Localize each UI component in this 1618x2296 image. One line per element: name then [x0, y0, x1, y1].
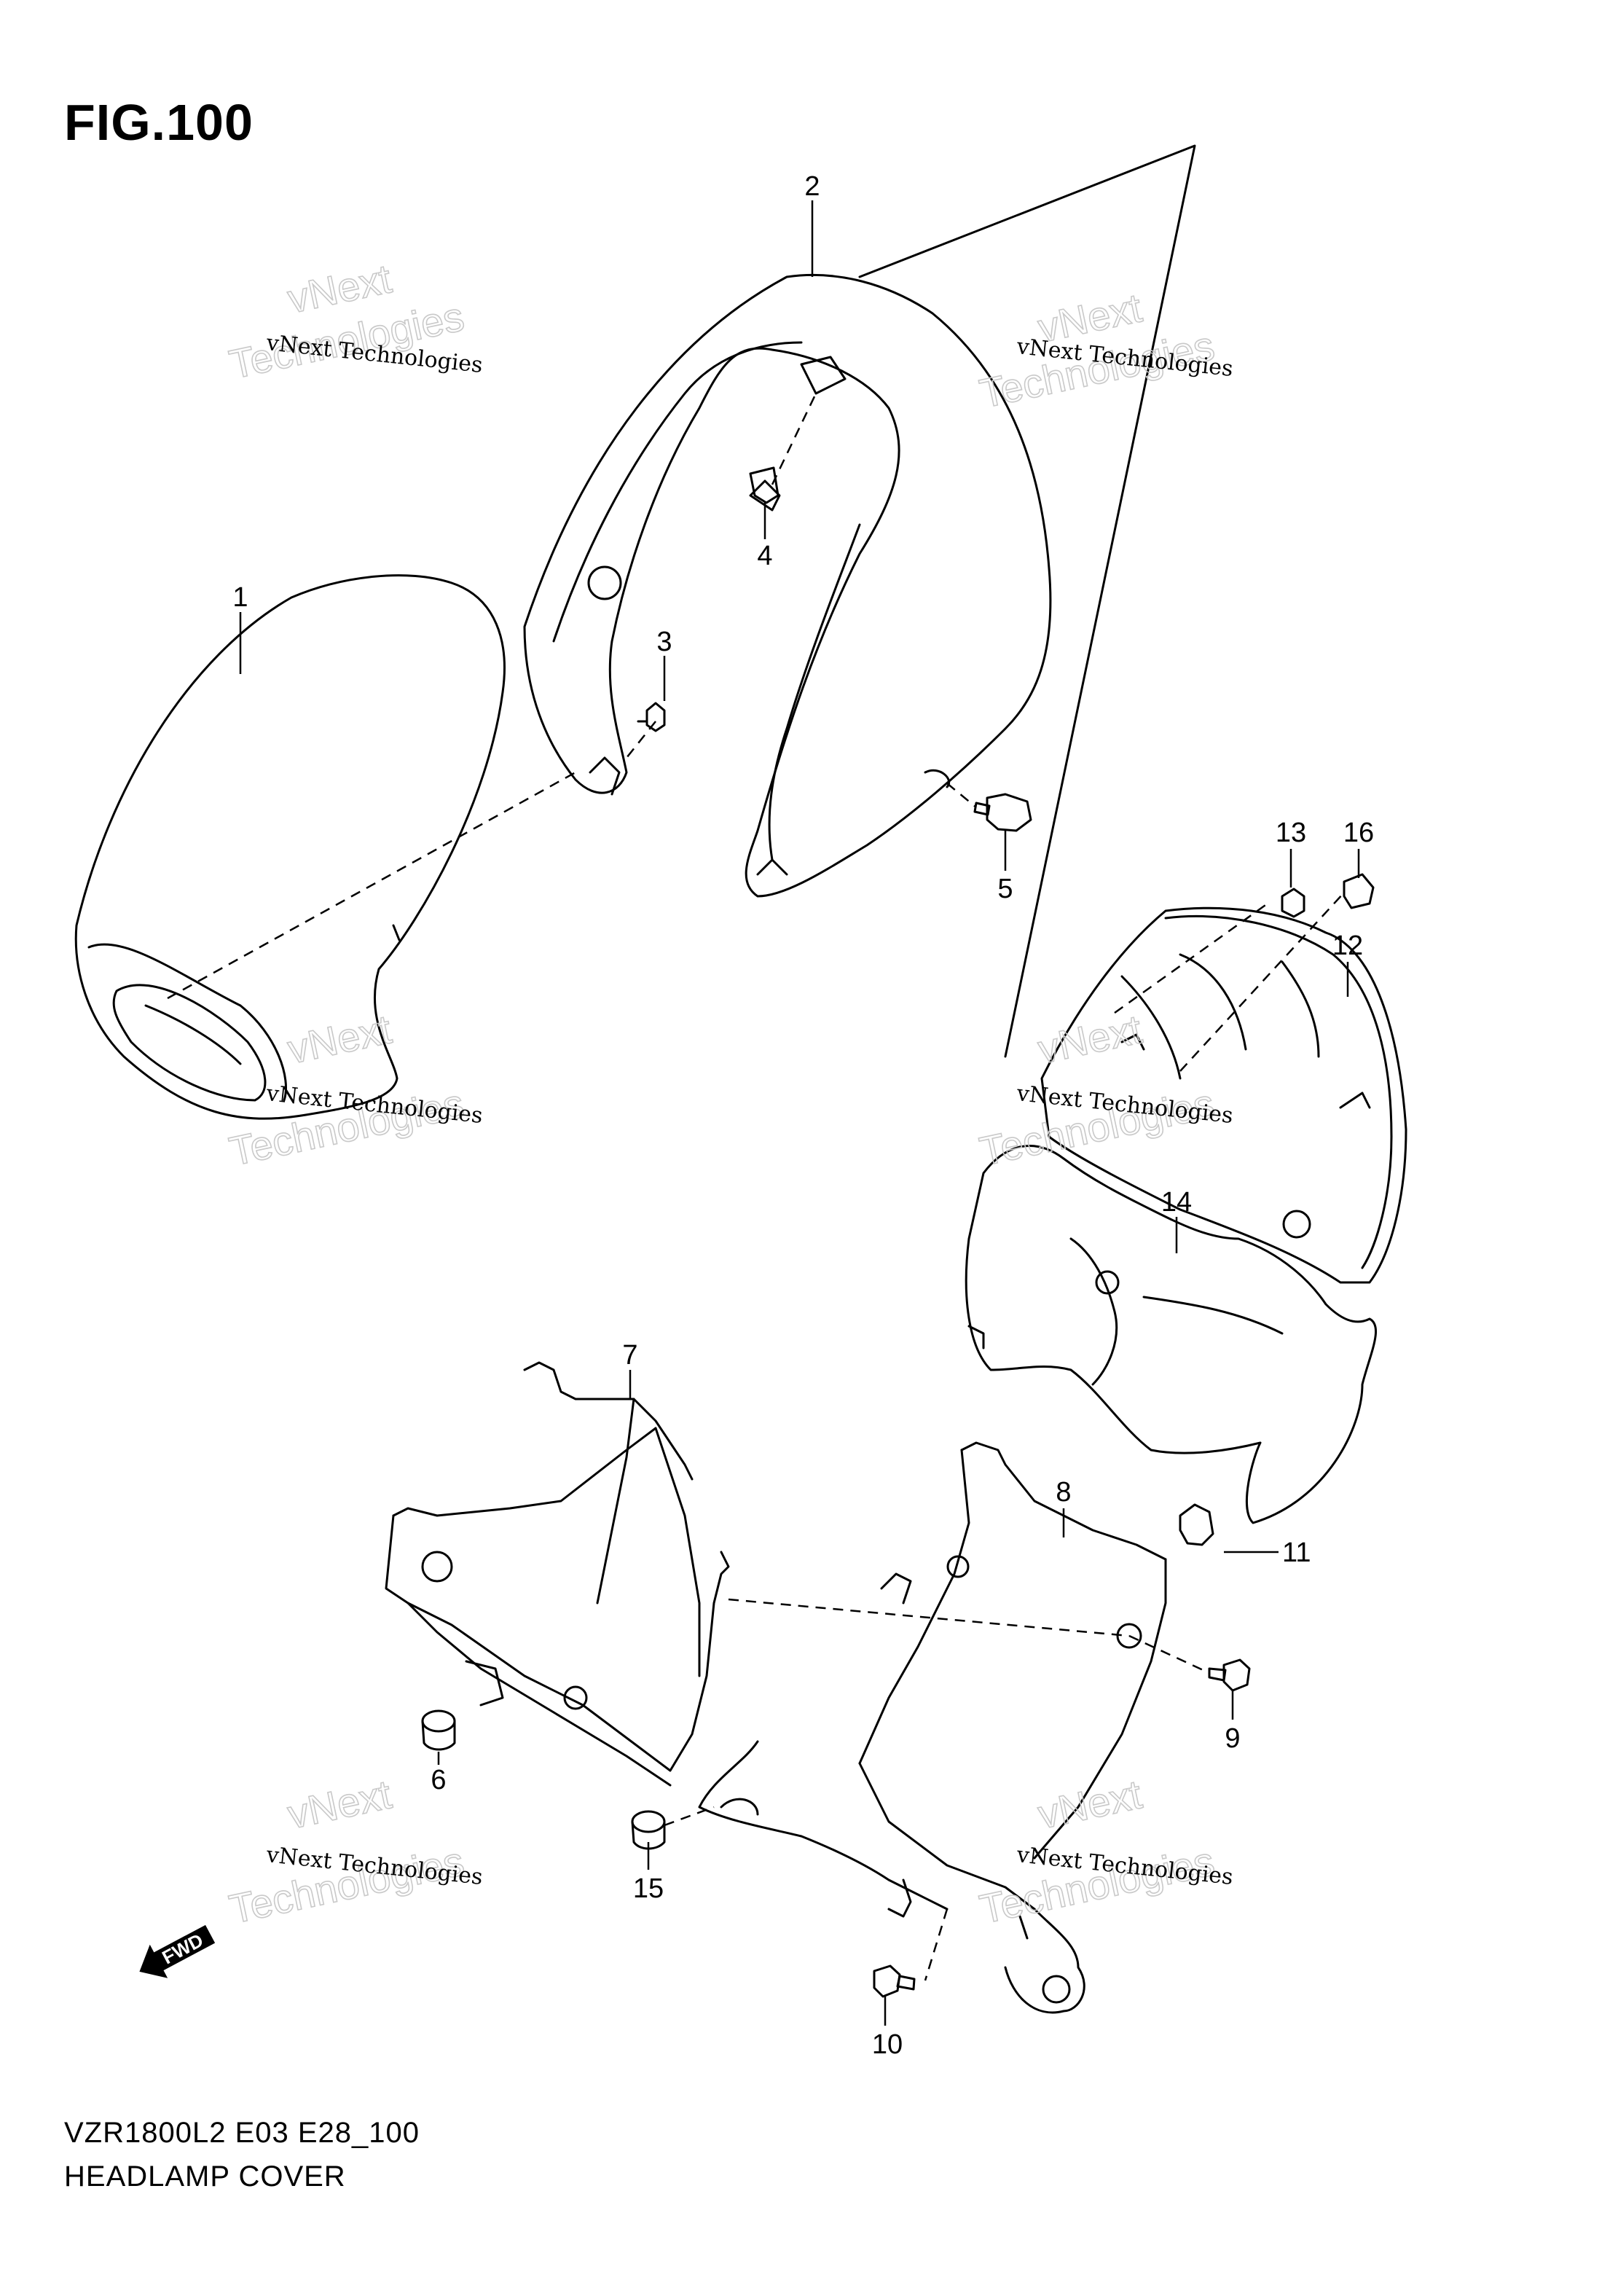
part-1-outer-cover — [74, 574, 506, 1120]
part-14-lower-panel — [965, 1145, 1377, 1524]
callout-12: 12 — [1332, 930, 1363, 961]
svg-text:vNext: vNext — [1034, 1006, 1146, 1072]
assembly-outline-triangle — [858, 144, 1196, 1058]
part-3-screw — [637, 702, 666, 732]
callout-14: 14 — [1161, 1187, 1192, 1218]
callout-9: 9 — [1225, 1723, 1240, 1754]
callout-4: 4 — [757, 541, 772, 571]
callout-8: 8 — [1056, 1477, 1071, 1508]
watermark-mid-right: vNext Technologies vNext Technologies — [975, 1005, 1235, 1175]
callout-13: 13 — [1276, 818, 1306, 848]
svg-text:vNext: vNext — [283, 1006, 396, 1072]
callout-2: 2 — [804, 171, 820, 202]
watermark-bottom-right: vNext Technologies vNext Technologies — [975, 1770, 1235, 1932]
part-6-grommet — [421, 1709, 456, 1751]
callout-6: 6 — [431, 1765, 446, 1795]
part-5-bolt — [973, 793, 1032, 832]
callout-3: 3 — [656, 627, 672, 657]
fwd-arrow-marker: FWD — [139, 1924, 216, 1978]
watermark-top-right: vNext Technologies vNext Technologies — [975, 283, 1235, 417]
figure-title: FIG.100 — [64, 94, 254, 151]
callout-7: 7 — [622, 1340, 637, 1371]
part-9-bolt — [1208, 1658, 1251, 1692]
watermarks: vNext Technologies vNext Technologies vN… — [225, 254, 1235, 1932]
figure-caption: HEADLAMP COVER — [64, 2160, 346, 2193]
callout-16: 16 — [1343, 818, 1374, 848]
model-code: VZR1800L2 E03 E28_100 — [64, 2117, 420, 2149]
part-13-screw — [1281, 888, 1305, 918]
callout-5: 5 — [997, 874, 1013, 904]
part-4-clip — [749, 466, 779, 504]
part-12-inner-cover — [1040, 906, 1407, 1284]
part-11-pin — [1179, 1503, 1214, 1546]
callout-11: 11 — [1282, 1537, 1311, 1568]
callout-10: 10 — [872, 2029, 903, 2060]
part-7-left-bracket — [385, 1361, 730, 1787]
svg-text:vNext: vNext — [1034, 1771, 1146, 1837]
watermark-top-left: vNext Technologies vNext Technologies — [225, 254, 484, 388]
part-8-right-bracket — [698, 1441, 1167, 2014]
leader-lines — [239, 200, 1360, 2026]
callouts: 1 2 3 4 5 6 7 8 9 10 11 12 13 14 15 16 — [232, 171, 1374, 2060]
part-16-nut — [1343, 873, 1375, 909]
callout-1: 1 — [232, 582, 248, 613]
part-2-cover-shell — [523, 274, 1052, 898]
part-10-bolt — [873, 1964, 916, 1998]
assembly-guide-lines — [167, 393, 1345, 1981]
callout-15: 15 — [633, 1873, 664, 1904]
fwd-label: FWD — [158, 1929, 206, 1968]
svg-text:vNext: vNext — [283, 1771, 396, 1837]
